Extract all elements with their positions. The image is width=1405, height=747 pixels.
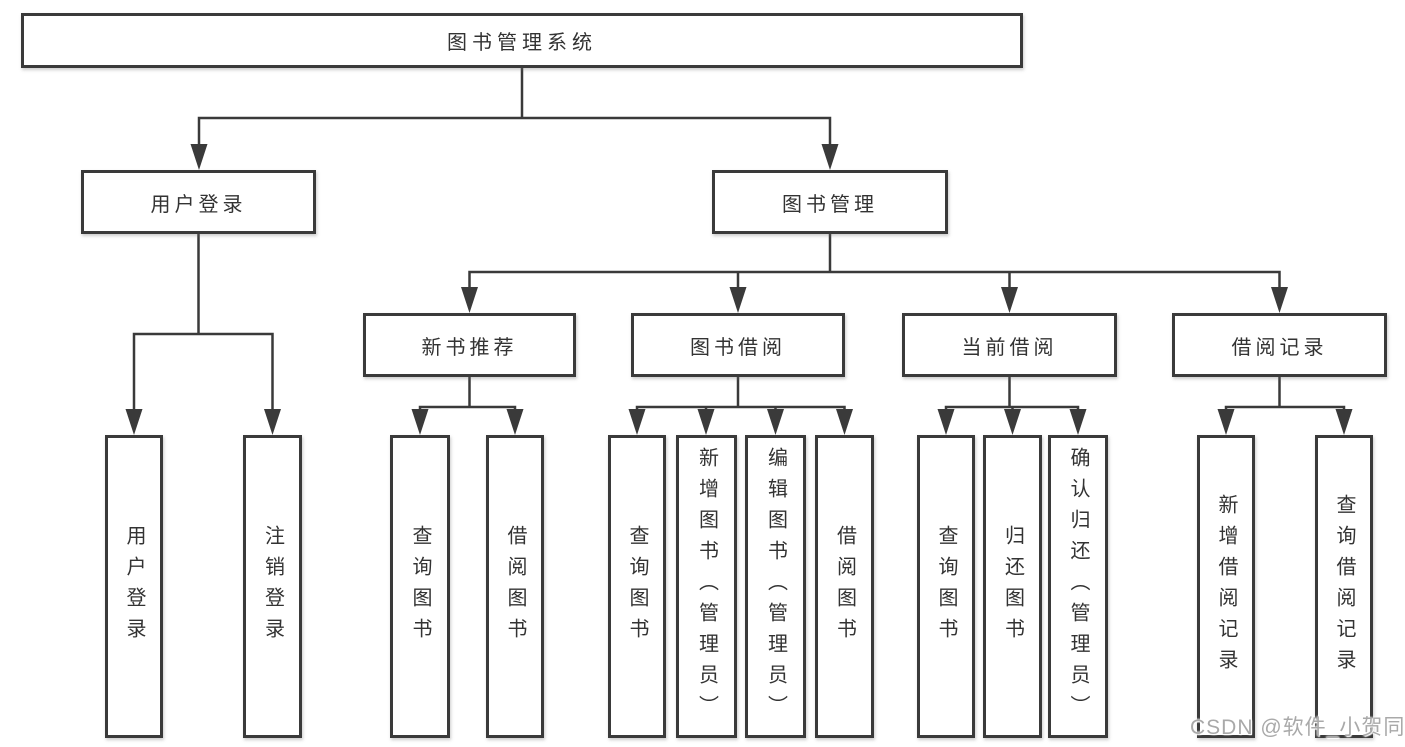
- leaf-current-return-books: 归还图书: [983, 435, 1042, 738]
- node-book-management: 图书管理: [712, 170, 948, 234]
- node-new-book-recommendation: 新书推荐: [363, 313, 576, 377]
- node-label: 图书管理系统: [447, 32, 597, 54]
- leaf-newbooks-query-books: 查询图书: [390, 435, 450, 738]
- leaf-borrowing-borrow-books: 借阅图书: [815, 435, 874, 738]
- node-label: 归还图书: [1001, 524, 1024, 649]
- node-label: 图书借阅: [690, 336, 786, 359]
- node-label: 用户登录: [150, 193, 247, 216]
- leaf-borrowing-edit-books-admin: 编辑图书（管理员）: [745, 435, 806, 738]
- node-label: 借阅图书: [504, 524, 526, 649]
- leaf-user-login: 用户登录: [105, 435, 163, 738]
- node-label: 确认归还（管理员）: [1067, 447, 1089, 726]
- node-current-borrowing: 当前借阅: [902, 313, 1117, 377]
- node-label: 图书管理: [782, 193, 878, 216]
- node-label: 新增借阅记录: [1215, 493, 1237, 680]
- leaf-newbooks-borrow-books: 借阅图书: [486, 435, 544, 738]
- node-user-login: 用户登录: [81, 170, 316, 234]
- node-label: 查询图书: [409, 524, 431, 649]
- node-label: 查询图书: [935, 524, 957, 649]
- leaf-records-query-borrow-record: 查询借阅记录: [1315, 435, 1373, 738]
- node-label: 借阅图书: [833, 524, 856, 649]
- node-label: 新书推荐: [421, 336, 518, 359]
- leaf-records-add-borrow-record: 新增借阅记录: [1197, 435, 1255, 738]
- node-label: 查询借阅记录: [1333, 493, 1355, 680]
- node-label: 借阅记录: [1231, 336, 1328, 359]
- node-label: 注销登录: [261, 524, 284, 649]
- node-library-management-system: 图书管理系统: [21, 13, 1023, 68]
- csdn-watermark: CSDN @软件_小贺同学: [1190, 716, 1405, 739]
- node-label: 新增图书（管理员）: [695, 447, 718, 726]
- node-label: 查询图书: [626, 524, 648, 649]
- leaf-borrowing-query-books: 查询图书: [608, 435, 666, 738]
- leaf-borrowing-add-books-admin: 新增图书（管理员）: [676, 435, 737, 738]
- leaf-current-query-books: 查询图书: [917, 435, 975, 738]
- node-book-borrowing: 图书借阅: [631, 313, 845, 377]
- node-borrowing-records: 借阅记录: [1172, 313, 1387, 377]
- arrowheads: [125, 144, 1353, 435]
- leaf-current-confirm-return-admin: 确认归还（管理员）: [1048, 435, 1108, 738]
- leaf-logout: 注销登录: [243, 435, 302, 738]
- node-label: 用户登录: [123, 524, 145, 649]
- node-label: 编辑图书（管理员）: [764, 447, 787, 726]
- node-label: 当前借阅: [961, 336, 1058, 359]
